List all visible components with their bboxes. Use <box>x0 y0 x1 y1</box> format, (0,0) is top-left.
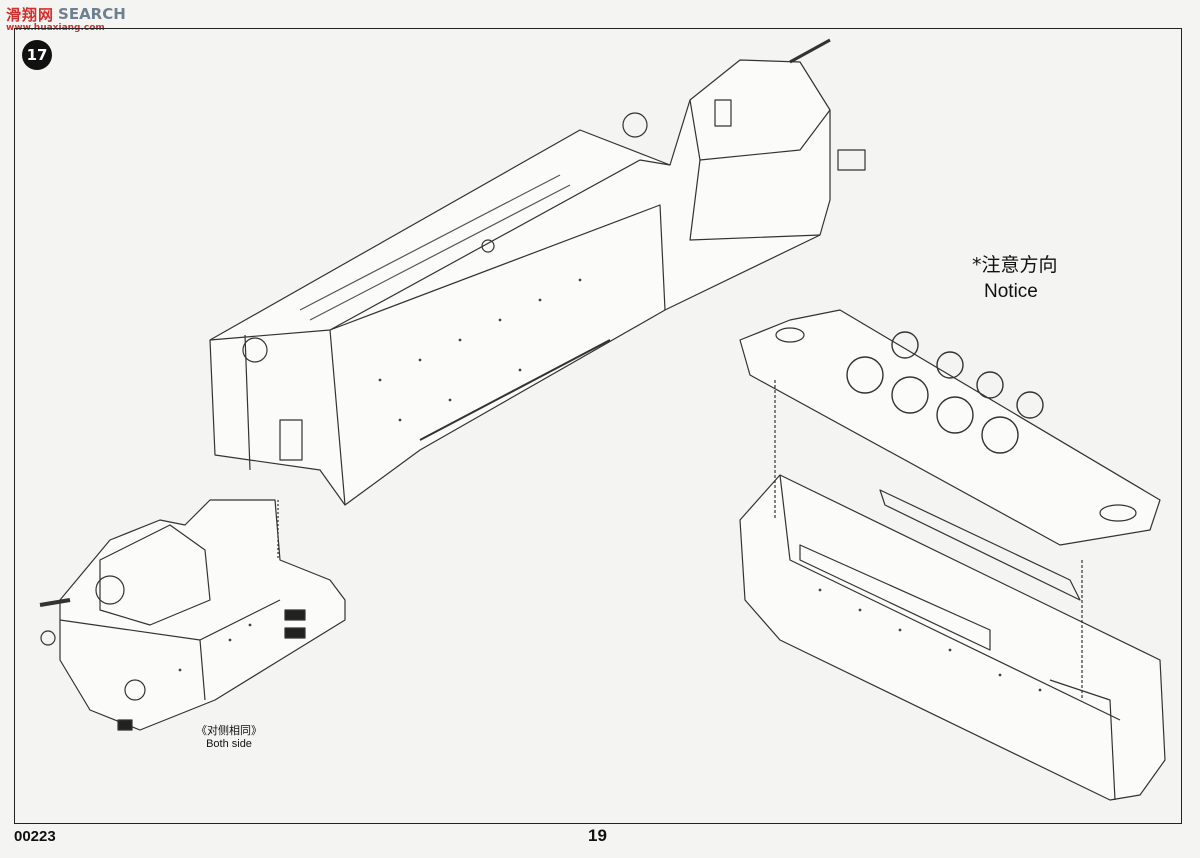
both-side-chinese: 《对侧相同》 <box>196 724 262 737</box>
both-side-english: Both side <box>206 738 252 750</box>
watermark-logo: 滑翔网 <box>6 5 55 24</box>
chassis-drawing <box>739 309 1166 801</box>
notice-callout: *注意方向 Notice <box>972 250 1058 303</box>
both-side-callout: 《对侧相同》 Both side <box>196 722 262 750</box>
page-frame <box>14 28 1182 824</box>
notice-english: Notice <box>984 281 1038 302</box>
watermark-search: SEARCH <box>58 5 126 23</box>
notice-chinese: *注意方向 <box>972 254 1058 276</box>
watermark: 滑翔网 SEARCH <box>6 4 126 24</box>
page-number: 19 <box>588 826 607 845</box>
turret-car-drawing <box>39 499 346 731</box>
step-number-badge: 17 <box>22 40 52 70</box>
kit-number: 00223 <box>14 828 56 845</box>
main-body-drawing <box>209 38 866 506</box>
